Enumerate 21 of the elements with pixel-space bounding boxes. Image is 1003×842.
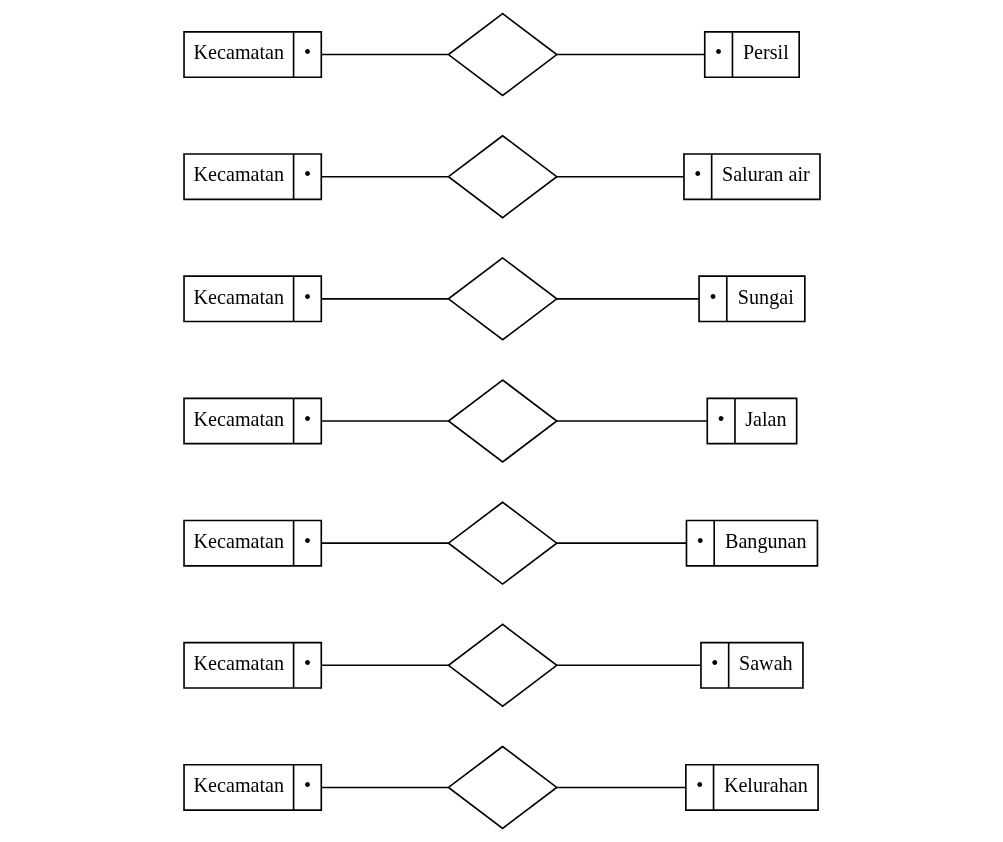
node-diamond <box>446 256 558 341</box>
connector <box>555 664 702 667</box>
connector <box>320 420 449 422</box>
connector <box>555 175 685 178</box>
node-diamond <box>446 12 558 97</box>
node-diamond <box>446 379 558 463</box>
node-diamond <box>446 745 558 830</box>
connector <box>320 664 449 667</box>
connector <box>320 53 449 56</box>
connector <box>555 420 708 422</box>
connector <box>555 53 705 56</box>
node-diamond <box>446 623 558 708</box>
node-diamond <box>446 501 558 586</box>
connector <box>555 786 686 789</box>
connector <box>320 786 449 789</box>
connector <box>555 542 687 544</box>
node-diamond <box>446 134 558 219</box>
connector <box>320 542 449 544</box>
connector <box>320 298 449 300</box>
connector <box>555 298 700 300</box>
connector <box>320 175 449 178</box>
